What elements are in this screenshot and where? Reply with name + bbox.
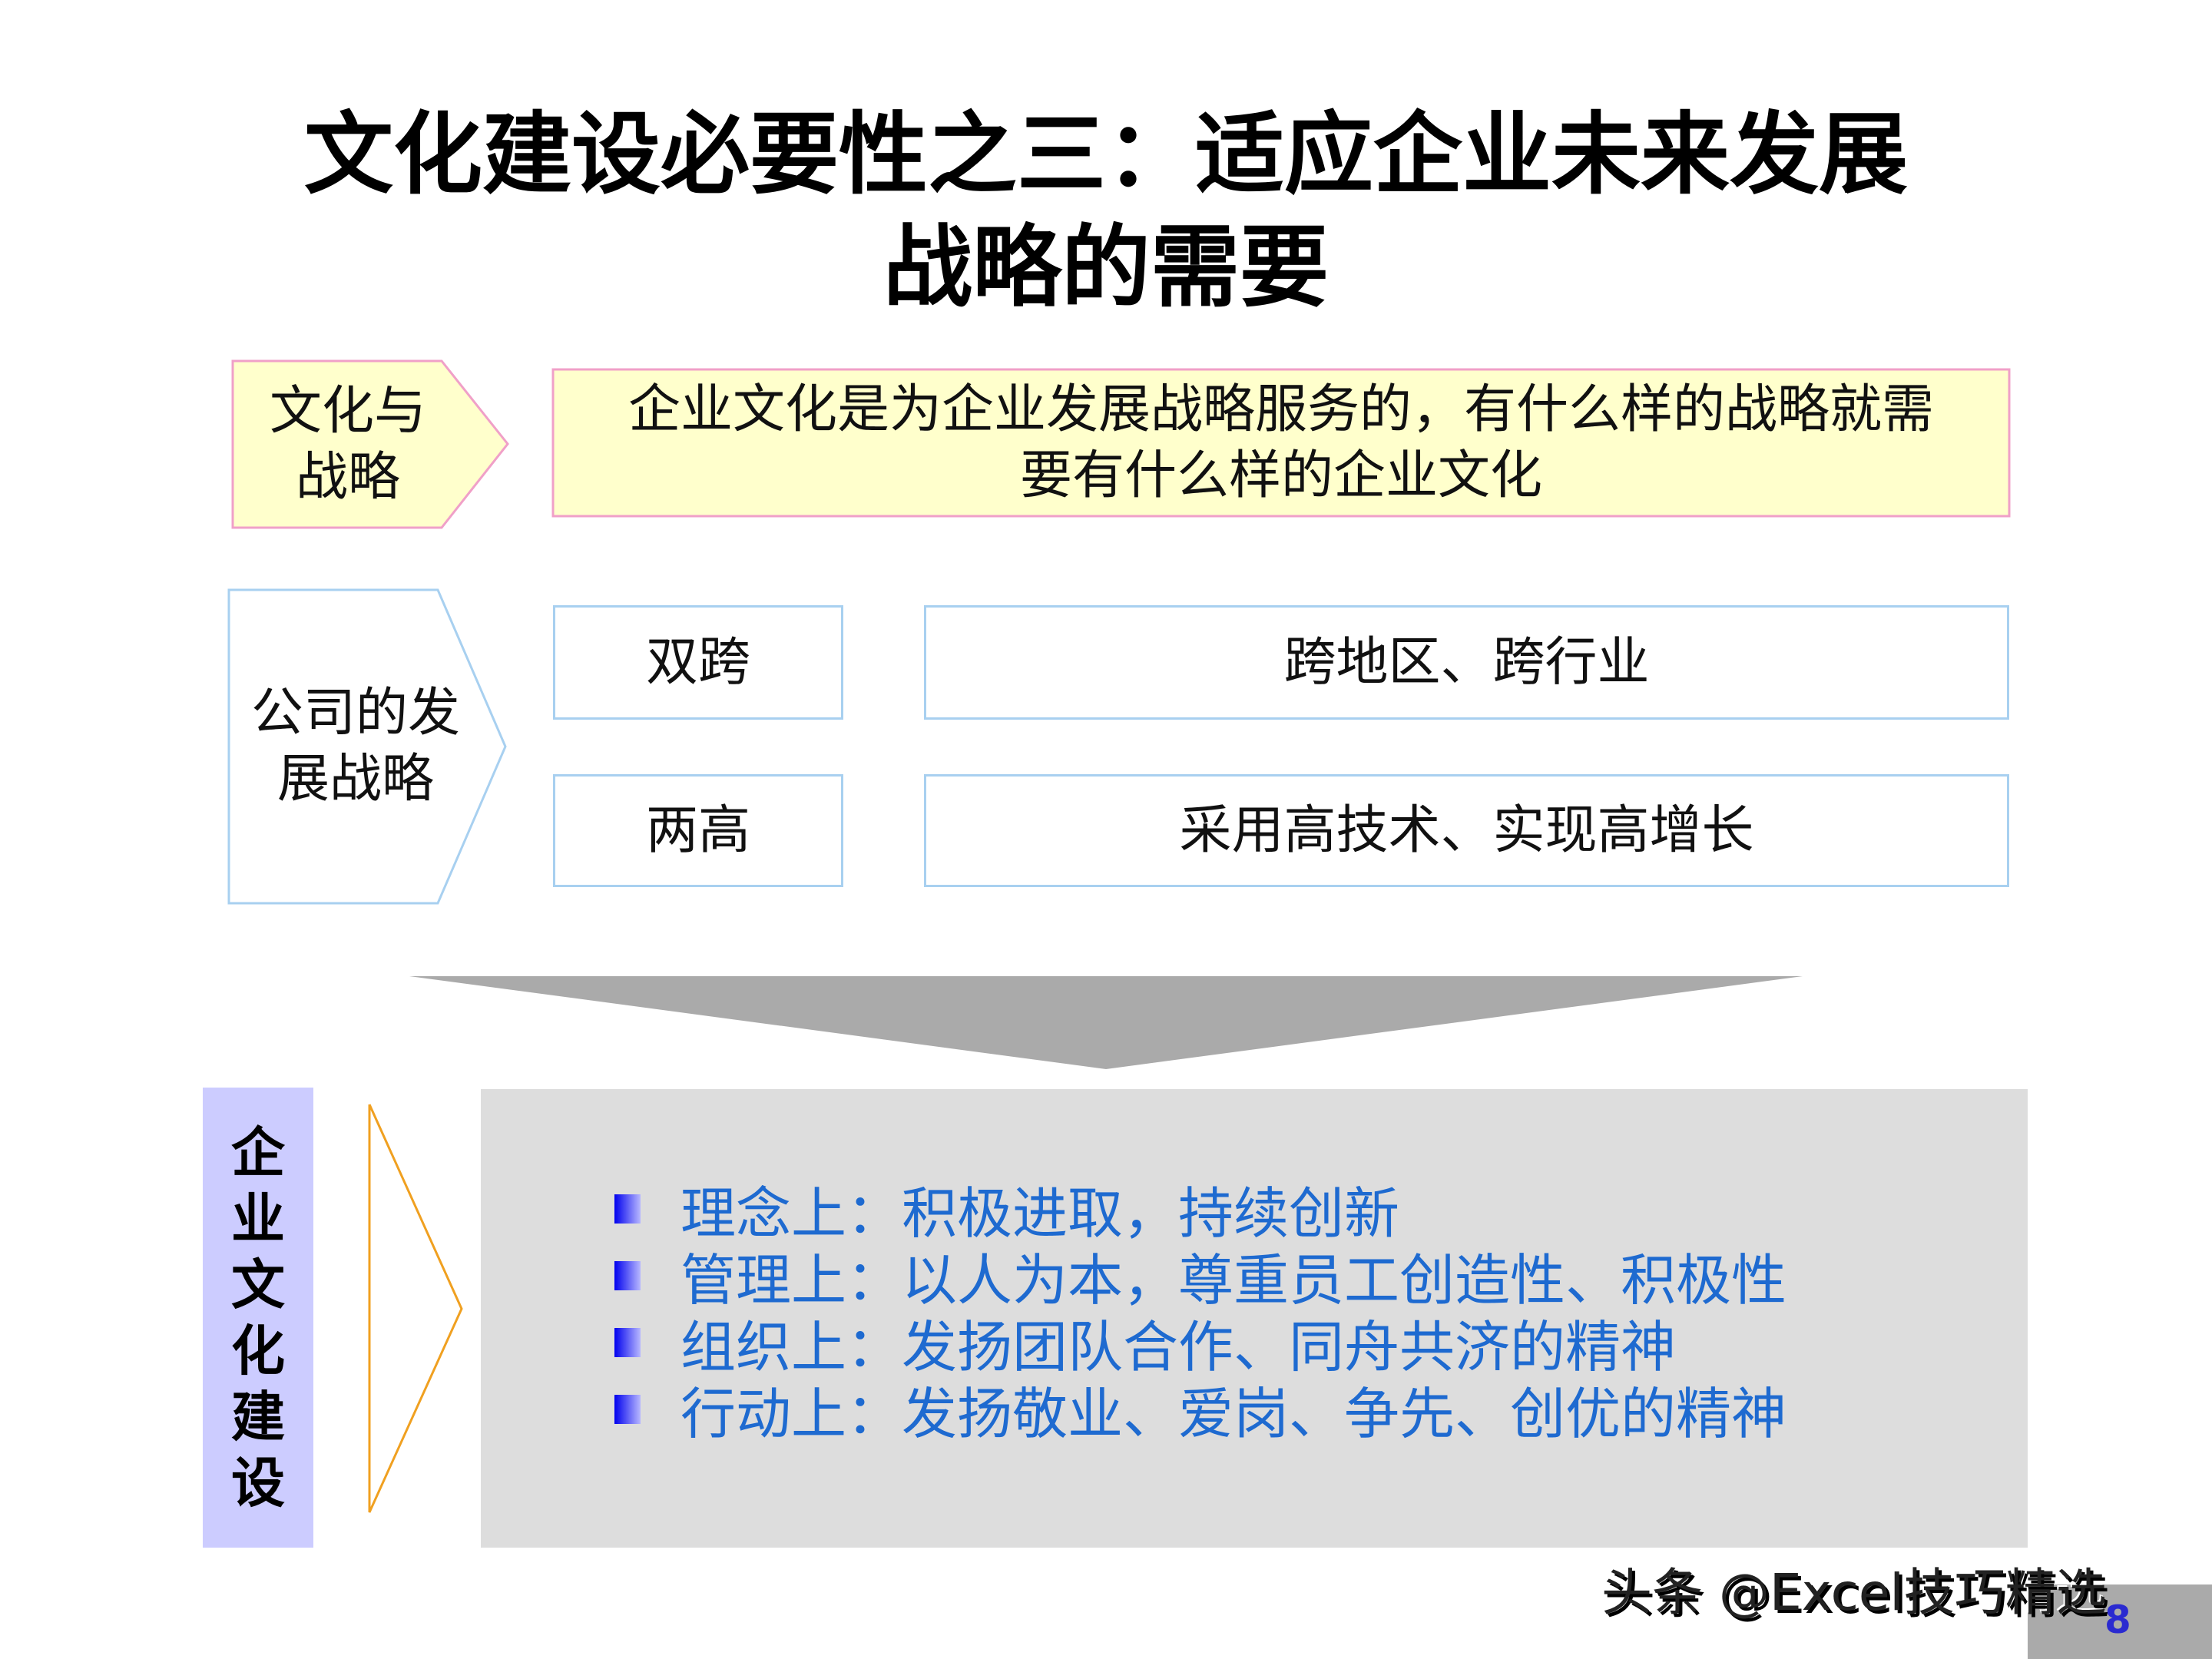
label-line: 战略 — [295, 446, 400, 508]
bullet-text: 管理上：以人为本，尊重员工创造性、积极性 — [680, 1248, 1787, 1313]
label-line: 展战略 — [276, 749, 434, 810]
strategy-key-box: 双跨 — [553, 605, 843, 720]
culture-strategy-label: 文化与战略 — [233, 361, 463, 528]
culture-strategy-statement-box — [551, 368, 2011, 518]
label-line: 公司的发 — [250, 683, 460, 743]
label-char: 文 — [231, 1253, 285, 1316]
list-item: 组织上：发扬团队合作、同舟共济的精神 — [614, 1309, 1786, 1379]
culture-strategy-pentagon — [231, 359, 509, 529]
culture-strategy-statement: 企业文化是为企业发展战略服务的，有什么样的战略就需要有什么样的企业文化 — [553, 369, 2009, 516]
list-item: 行动上：发扬敬业、爱岗、争先、创优的精神 — [614, 1376, 1786, 1446]
company-strategy-pentagon — [227, 588, 507, 905]
label-line: 文化与 — [269, 380, 426, 442]
page-title-line2: 战略的需要 — [883, 216, 1329, 320]
corporate-culture-vertical-label: 企 业 文 化 建 设 — [203, 1088, 313, 1548]
square-bullet-icon — [614, 1394, 641, 1424]
statement-line: 要有什么样的企业文化 — [1019, 445, 1542, 506]
label-char: 化 — [231, 1319, 285, 1382]
company-strategy-label: 公司的发展战略 — [229, 590, 482, 903]
list-item: 理念上：积极进取，持续创新 — [614, 1175, 1786, 1246]
page-title-line1: 文化建设必要性之三：适应企业未来发展 — [304, 103, 1908, 207]
page-number: 8 — [2104, 1598, 2131, 1642]
label-char: 设 — [231, 1451, 285, 1515]
bullet-text: 行动上：发扬敬业、爱岗、争先、创优的精神 — [680, 1382, 1787, 1446]
strategy-value-box: 跨地区、跨行业 — [924, 605, 2009, 720]
list-item: 管理上：以人为本，尊重员工创造性、积极性 — [614, 1242, 1786, 1313]
page-number-box — [2028, 1584, 2212, 1659]
label-char: 企 — [231, 1121, 285, 1184]
down-arrow-shape — [409, 976, 1803, 1069]
bullet-list: 理念上：积极进取，持续创新 管理上：以人为本，尊重员工创造性、积极性 组织上：发… — [614, 1175, 1786, 1446]
square-bullet-icon — [614, 1260, 641, 1290]
strategy-value-box: 采用高技术、实现高增长 — [924, 774, 2009, 887]
square-bullet-icon — [614, 1327, 641, 1357]
strategy-key-box: 两高 — [553, 774, 843, 887]
watermark: 头条 @Excel技巧精选 — [1601, 1563, 2107, 1622]
chevron-right-icon — [368, 1104, 463, 1513]
label-char: 业 — [231, 1187, 285, 1250]
bottom-panel — [481, 1089, 2028, 1548]
statement-line: 企业文化是为企业发展战略服务的，有什么样的战略就需 — [628, 379, 1934, 440]
label-char: 建 — [231, 1385, 285, 1449]
bullet-text: 组织上：发扬团队合作、同舟共济的精神 — [680, 1315, 1677, 1379]
bullet-text: 理念上：积极进取，持续创新 — [680, 1181, 1400, 1246]
square-bullet-icon — [614, 1194, 641, 1224]
